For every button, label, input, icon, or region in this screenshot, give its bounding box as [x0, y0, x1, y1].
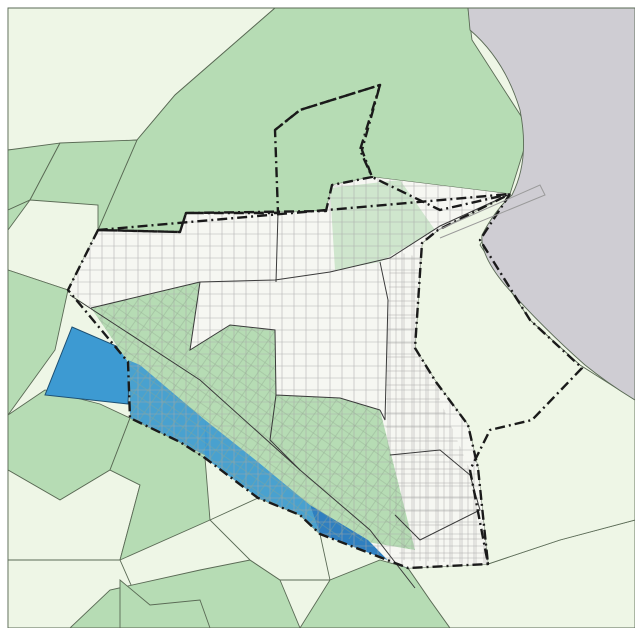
- study-area-boundary-north: [274, 83, 511, 212]
- boundary-north-split: [275, 212, 279, 283]
- parcel-south-small[interactable]: [119, 579, 211, 628]
- road-east-spur: [437, 184, 546, 239]
- boundary-central: [189, 281, 381, 411]
- parcel-west-low[interactable]: [7, 269, 69, 417]
- highlighted-parcel-west[interactable]: [44, 326, 131, 405]
- boundary-south-lower: [269, 394, 301, 471]
- boundary-east-vertical: [379, 261, 389, 421]
- outer-parcels: [7, 7, 635, 628]
- district-boundaries: [69, 193, 511, 589]
